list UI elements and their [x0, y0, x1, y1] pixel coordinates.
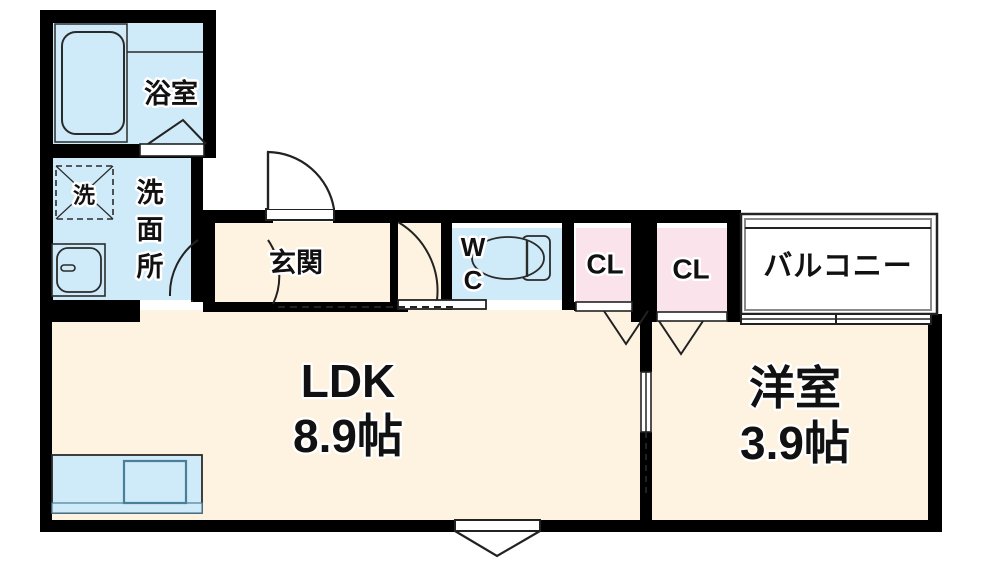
wall-genkan-right [390, 222, 398, 310]
openings [139, 118, 939, 558]
entrance-door-swing[interactable] [265, 150, 336, 221]
label-closet-2: CL [672, 253, 709, 284]
fixtures [51, 23, 551, 514]
wall-bath-top [40, 10, 216, 23]
wall-ldk-bedroom-upper [640, 310, 652, 372]
label-washroom-2: 面 [137, 215, 164, 245]
wall-bath-right [203, 10, 216, 150]
label-washer: 洗 [73, 183, 95, 208]
wall-bath-left [40, 10, 53, 312]
label-wc-1: W [461, 232, 486, 262]
bath-folding-door[interactable] [139, 118, 207, 157]
vanity-sink [51, 243, 106, 297]
label-bath: 浴室 [144, 78, 198, 109]
label-washroom-3: 所 [137, 252, 164, 282]
bathtub [54, 23, 128, 143]
wall-hall-top-mid [333, 210, 533, 223]
label-wc-2: C [464, 265, 483, 295]
wc-door-swing[interactable] [397, 221, 487, 310]
ldk-bedroom-sliding-door[interactable] [640, 371, 652, 498]
room-labels: 浴室 洗 洗 面 所 玄関 W C CL CL バルコニー LDK 8.9帖 洋… [70, 76, 914, 472]
label-bedroom-area: 3.9帖 [740, 417, 850, 469]
closet-1-folding-door[interactable] [575, 301, 649, 346]
wall-ldk-bottom-right [540, 520, 650, 532]
label-ldk-area: 8.9帖 [293, 410, 403, 462]
walls [40, 10, 942, 532]
wall-wc-right [562, 222, 574, 310]
label-closet-1: CL [586, 248, 623, 279]
washroom-door-swing[interactable] [168, 239, 199, 302]
wall-ldk-left [40, 310, 52, 532]
kitchen-sink [122, 459, 188, 505]
label-balcony: バルコニー [763, 251, 912, 283]
label-washroom-1: 洗 [137, 178, 164, 208]
ldk-window-south[interactable] [454, 519, 541, 558]
wall-ldk-bottom-left [40, 520, 455, 532]
kitchen-counter [51, 454, 203, 514]
bedroom-balcony-window[interactable] [740, 313, 932, 325]
wall-hall-top-right [533, 210, 729, 223]
closet-2-folding-door[interactable] [656, 311, 728, 356]
wall-washroom-right [191, 158, 203, 302]
wall-wc-left [441, 222, 452, 310]
floor-fill-closet-2 [657, 228, 727, 320]
floor-fill-genkan [213, 222, 445, 304]
wall-bedroom-right [928, 314, 942, 532]
wall-cl1-right [631, 222, 645, 322]
washer-pan [55, 165, 114, 220]
label-ldk-name: LDK [301, 355, 396, 407]
balcony-railing [739, 212, 939, 316]
wall-hall-top-left [203, 210, 273, 223]
label-genkan: 玄関 [269, 247, 323, 278]
label-bedroom-name: 洋室 [749, 362, 841, 414]
genkan-inner-door-swing[interactable] [267, 239, 281, 305]
wall-bedroom-bottom [640, 520, 942, 532]
floor-fill-closet-1 [576, 228, 631, 310]
wall-balcony-left [729, 210, 741, 318]
floor-fill-bedroom [652, 320, 928, 522]
wall-cl2-left [645, 222, 657, 322]
toilet [471, 235, 551, 281]
wall-wet-block-corner [40, 300, 140, 322]
wall-genkan-left [203, 210, 215, 310]
